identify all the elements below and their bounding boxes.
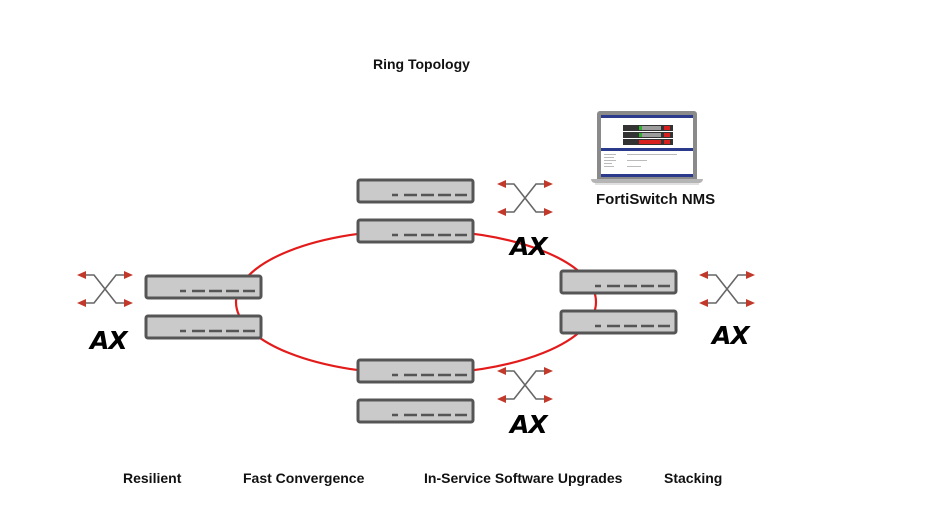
nms-footer-bar	[601, 174, 693, 177]
crossed-arrows-icon	[497, 367, 553, 403]
ax-label-top: AX	[510, 232, 548, 261]
nms-switch-panel	[623, 125, 673, 131]
switch-right-2	[559, 309, 678, 335]
crossed-arrows-icon	[77, 271, 133, 307]
switch-chassis	[356, 178, 475, 204]
nms-switch-panel	[623, 132, 673, 138]
switch-chassis	[356, 358, 475, 384]
laptop-icon	[591, 111, 703, 186]
crossed-arrows-icon	[699, 271, 755, 307]
arrow-head	[124, 271, 133, 279]
switch-bottom-2	[356, 398, 475, 424]
arrow-head	[124, 299, 133, 307]
arrow-head	[746, 299, 755, 307]
nms-text-line	[627, 166, 641, 167]
nms-text-line	[627, 160, 647, 161]
nms-text-line	[604, 160, 616, 161]
nms-text-line	[604, 157, 614, 158]
arrow-head	[699, 299, 708, 307]
switch-chassis	[559, 269, 678, 295]
arrow-head	[77, 299, 86, 307]
switch-chassis	[356, 218, 475, 244]
arrow-head	[544, 367, 553, 375]
switch-chassis	[559, 309, 678, 335]
switch-bottom-1	[356, 358, 475, 384]
arrow-head	[77, 271, 86, 279]
laptop-lid	[597, 111, 697, 179]
switch-top-1	[356, 178, 475, 204]
feature-resilient: Resilient	[123, 470, 182, 486]
nms-switch-panel	[623, 139, 673, 145]
diagram-title: Ring Topology	[373, 56, 470, 72]
arrow-head	[497, 208, 506, 216]
nms-label: FortiSwitch NMS	[596, 191, 716, 208]
laptop-shadow	[595, 183, 699, 185]
arrow-head	[699, 271, 708, 279]
switch-left-1	[144, 274, 263, 300]
switch-chassis	[356, 398, 475, 424]
switch-left-2	[144, 314, 263, 340]
switch-right-1	[559, 269, 678, 295]
nms-text-line	[604, 166, 614, 167]
switch-chassis	[144, 314, 263, 340]
arrow-head	[497, 395, 506, 403]
arrow-head	[497, 180, 506, 188]
switch-chassis	[144, 274, 263, 300]
feature-stacking: Stacking	[664, 470, 723, 486]
arrow-head	[544, 395, 553, 403]
nms-screen	[601, 115, 693, 177]
ax-label-right: AX	[712, 321, 750, 350]
arrow-head	[746, 271, 755, 279]
feature-issu: In-Service Software Upgrades	[424, 470, 623, 486]
ax-label-left: AX	[90, 326, 128, 355]
arrow-head	[497, 367, 506, 375]
ax-label-bottom: AX	[510, 410, 548, 439]
switch-top-2	[356, 218, 475, 244]
feature-fast-convergence: Fast Convergence	[243, 470, 365, 486]
arrow-head	[544, 208, 553, 216]
nms-section-bar	[601, 148, 693, 151]
crossed-arrows-icon	[497, 180, 553, 216]
laptop-base	[591, 179, 703, 183]
nms-text-line	[604, 154, 616, 155]
nms-text-line	[604, 163, 612, 164]
arrow-head	[544, 180, 553, 188]
nms-header-bar	[601, 115, 693, 118]
nms-text-line	[627, 154, 677, 155]
